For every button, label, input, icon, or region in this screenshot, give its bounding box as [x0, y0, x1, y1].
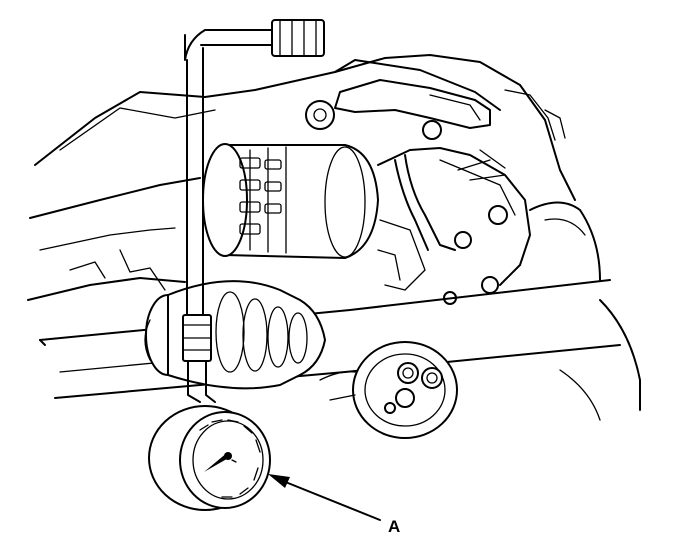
engine-block [377, 120, 641, 421]
upper-engine-outline [27, 54, 576, 301]
callout-a: A [268, 474, 400, 536]
crank-pulley [319, 341, 458, 439]
pressure-gauge [148, 405, 271, 511]
bracket-arm [305, 79, 491, 130]
cv-boot [144, 280, 326, 390]
pressure-hose [182, 19, 325, 403]
callout-a-label: A [388, 517, 400, 536]
oil-filter [202, 143, 379, 259]
driveshaft [39, 279, 621, 399]
